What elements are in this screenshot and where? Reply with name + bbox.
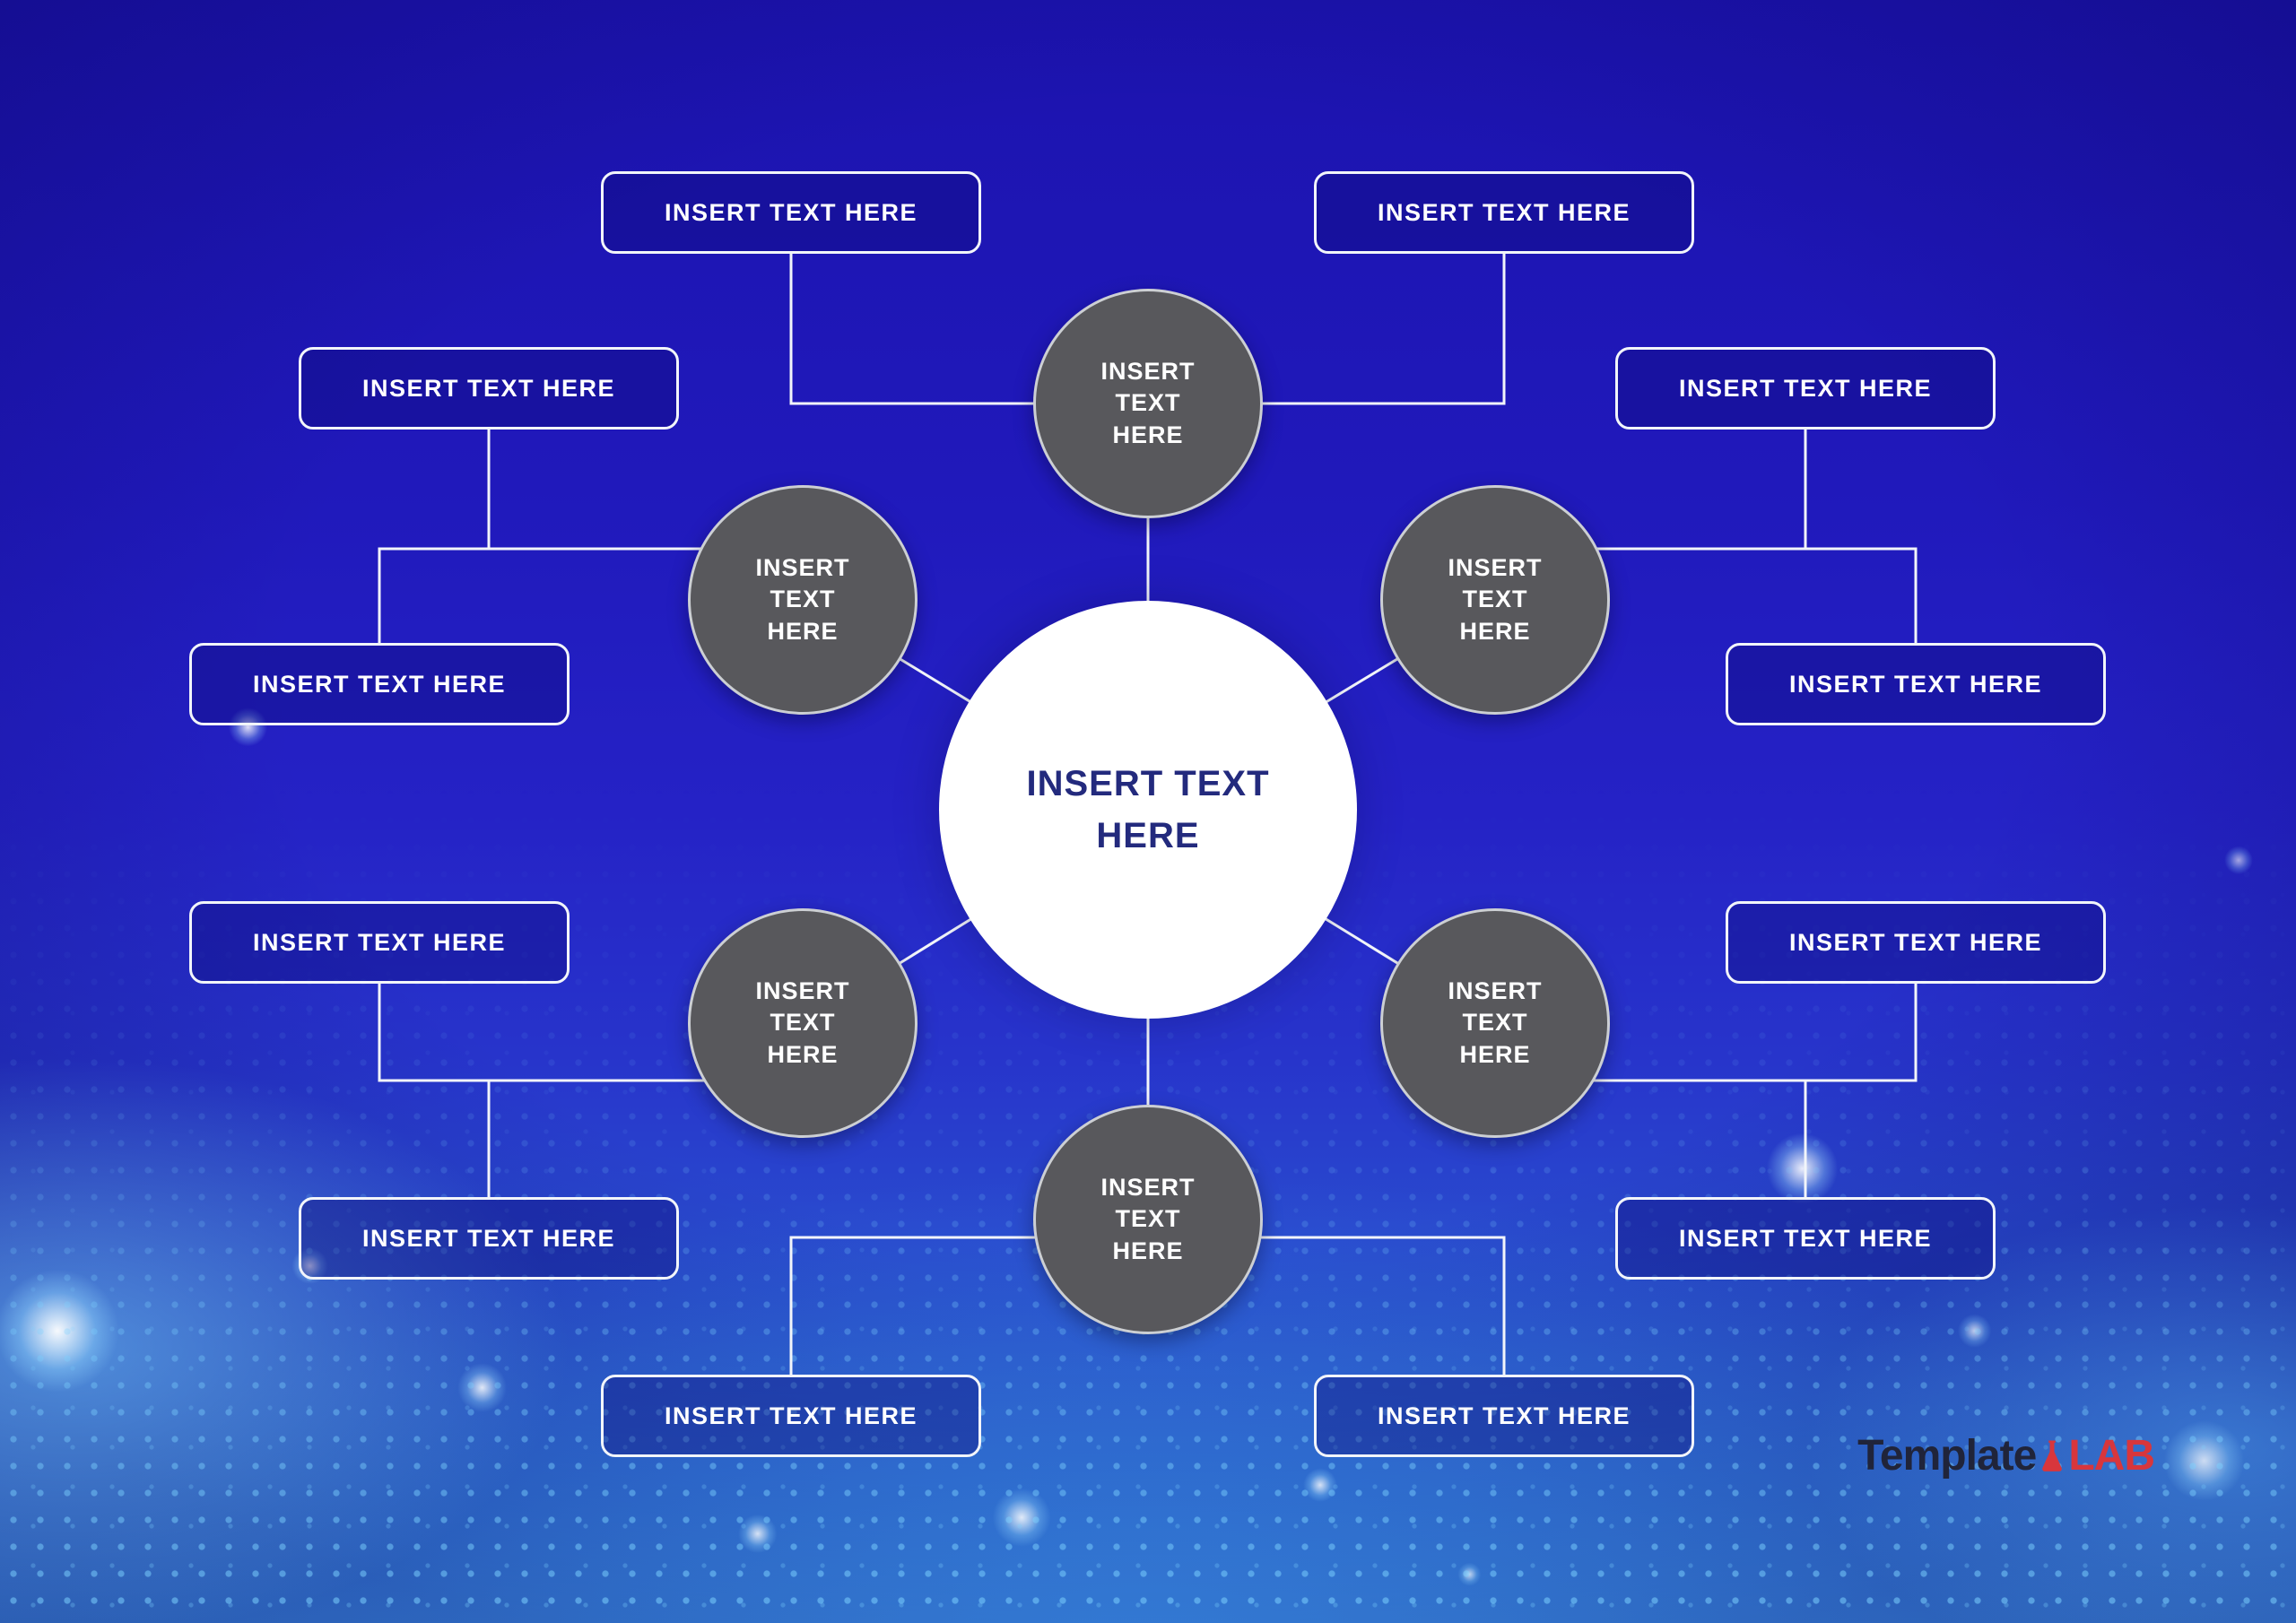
text-box-upper-left-a[interactable]: INSERT TEXT HERE (299, 347, 679, 430)
text-box-upper-left-b[interactable]: INSERT TEXT HERE (189, 643, 570, 725)
text-box-lower-left-b[interactable]: INSERT TEXT HERE (299, 1197, 679, 1280)
text-box-upper-right-a[interactable]: INSERT TEXT HERE (1615, 347, 1996, 430)
branch-node-lower-right[interactable]: INSERT TEXT HERE (1380, 908, 1610, 1138)
text-box-label: INSERT TEXT HERE (1788, 670, 2043, 698)
flask-icon (2042, 1440, 2063, 1471)
text-box-label: INSERT TEXT HERE (1678, 1224, 1933, 1252)
branch-node-upper-left[interactable]: INSERT TEXT HERE (688, 485, 918, 715)
text-box-label: INSERT TEXT HERE (361, 374, 616, 402)
text-box-lower-right-a[interactable]: INSERT TEXT HERE (1726, 901, 2106, 984)
text-box-bottom-left[interactable]: INSERT TEXT HERE (601, 1375, 981, 1457)
text-box-upper-right-b[interactable]: INSERT TEXT HERE (1726, 643, 2106, 725)
logo-text-lab: LAB (2068, 1432, 2155, 1480)
text-box-lower-left-a[interactable]: INSERT TEXT HERE (189, 901, 570, 984)
branch-node-top[interactable]: INSERT TEXT HERE (1033, 289, 1263, 518)
text-box-label: INSERT TEXT HERE (252, 670, 507, 698)
branch-node-upper-right[interactable]: INSERT TEXT HERE (1380, 485, 1610, 715)
text-box-label: INSERT TEXT HERE (1377, 1402, 1631, 1429)
branch-node-label: INSERT TEXT HERE (1100, 1174, 1196, 1264)
center-node-label: INSERT TEXT HERE (1026, 764, 1270, 855)
center-node[interactable]: INSERT TEXT HERE (939, 601, 1357, 1019)
text-box-bottom-right[interactable]: INSERT TEXT HERE (1314, 1375, 1694, 1457)
text-box-top-right[interactable]: INSERT TEXT HERE (1314, 171, 1694, 254)
templatelab-logo: Template LAB (1857, 1431, 2155, 1480)
text-box-top-left[interactable]: INSERT TEXT HERE (601, 171, 981, 254)
text-box-label: INSERT TEXT HERE (1788, 928, 2043, 956)
text-box-label: INSERT TEXT HERE (1377, 198, 1631, 226)
branch-node-lower-left[interactable]: INSERT TEXT HERE (688, 908, 918, 1138)
text-box-label: INSERT TEXT HERE (1678, 374, 1933, 402)
logo-text-template: Template (1857, 1432, 2037, 1480)
text-box-lower-right-b[interactable]: INSERT TEXT HERE (1615, 1197, 1996, 1280)
text-box-label: INSERT TEXT HERE (664, 1402, 918, 1429)
branch-node-label: INSERT TEXT HERE (755, 977, 850, 1068)
branch-node-bottom[interactable]: INSERT TEXT HERE (1033, 1105, 1263, 1334)
branch-node-label: INSERT TEXT HERE (1100, 358, 1196, 448)
branch-node-label: INSERT TEXT HERE (1448, 977, 1543, 1068)
branch-node-label: INSERT TEXT HERE (755, 554, 850, 645)
text-box-label: INSERT TEXT HERE (252, 928, 507, 956)
text-box-label: INSERT TEXT HERE (664, 198, 918, 226)
branch-node-label: INSERT TEXT HERE (1448, 554, 1543, 645)
text-box-label: INSERT TEXT HERE (361, 1224, 616, 1252)
